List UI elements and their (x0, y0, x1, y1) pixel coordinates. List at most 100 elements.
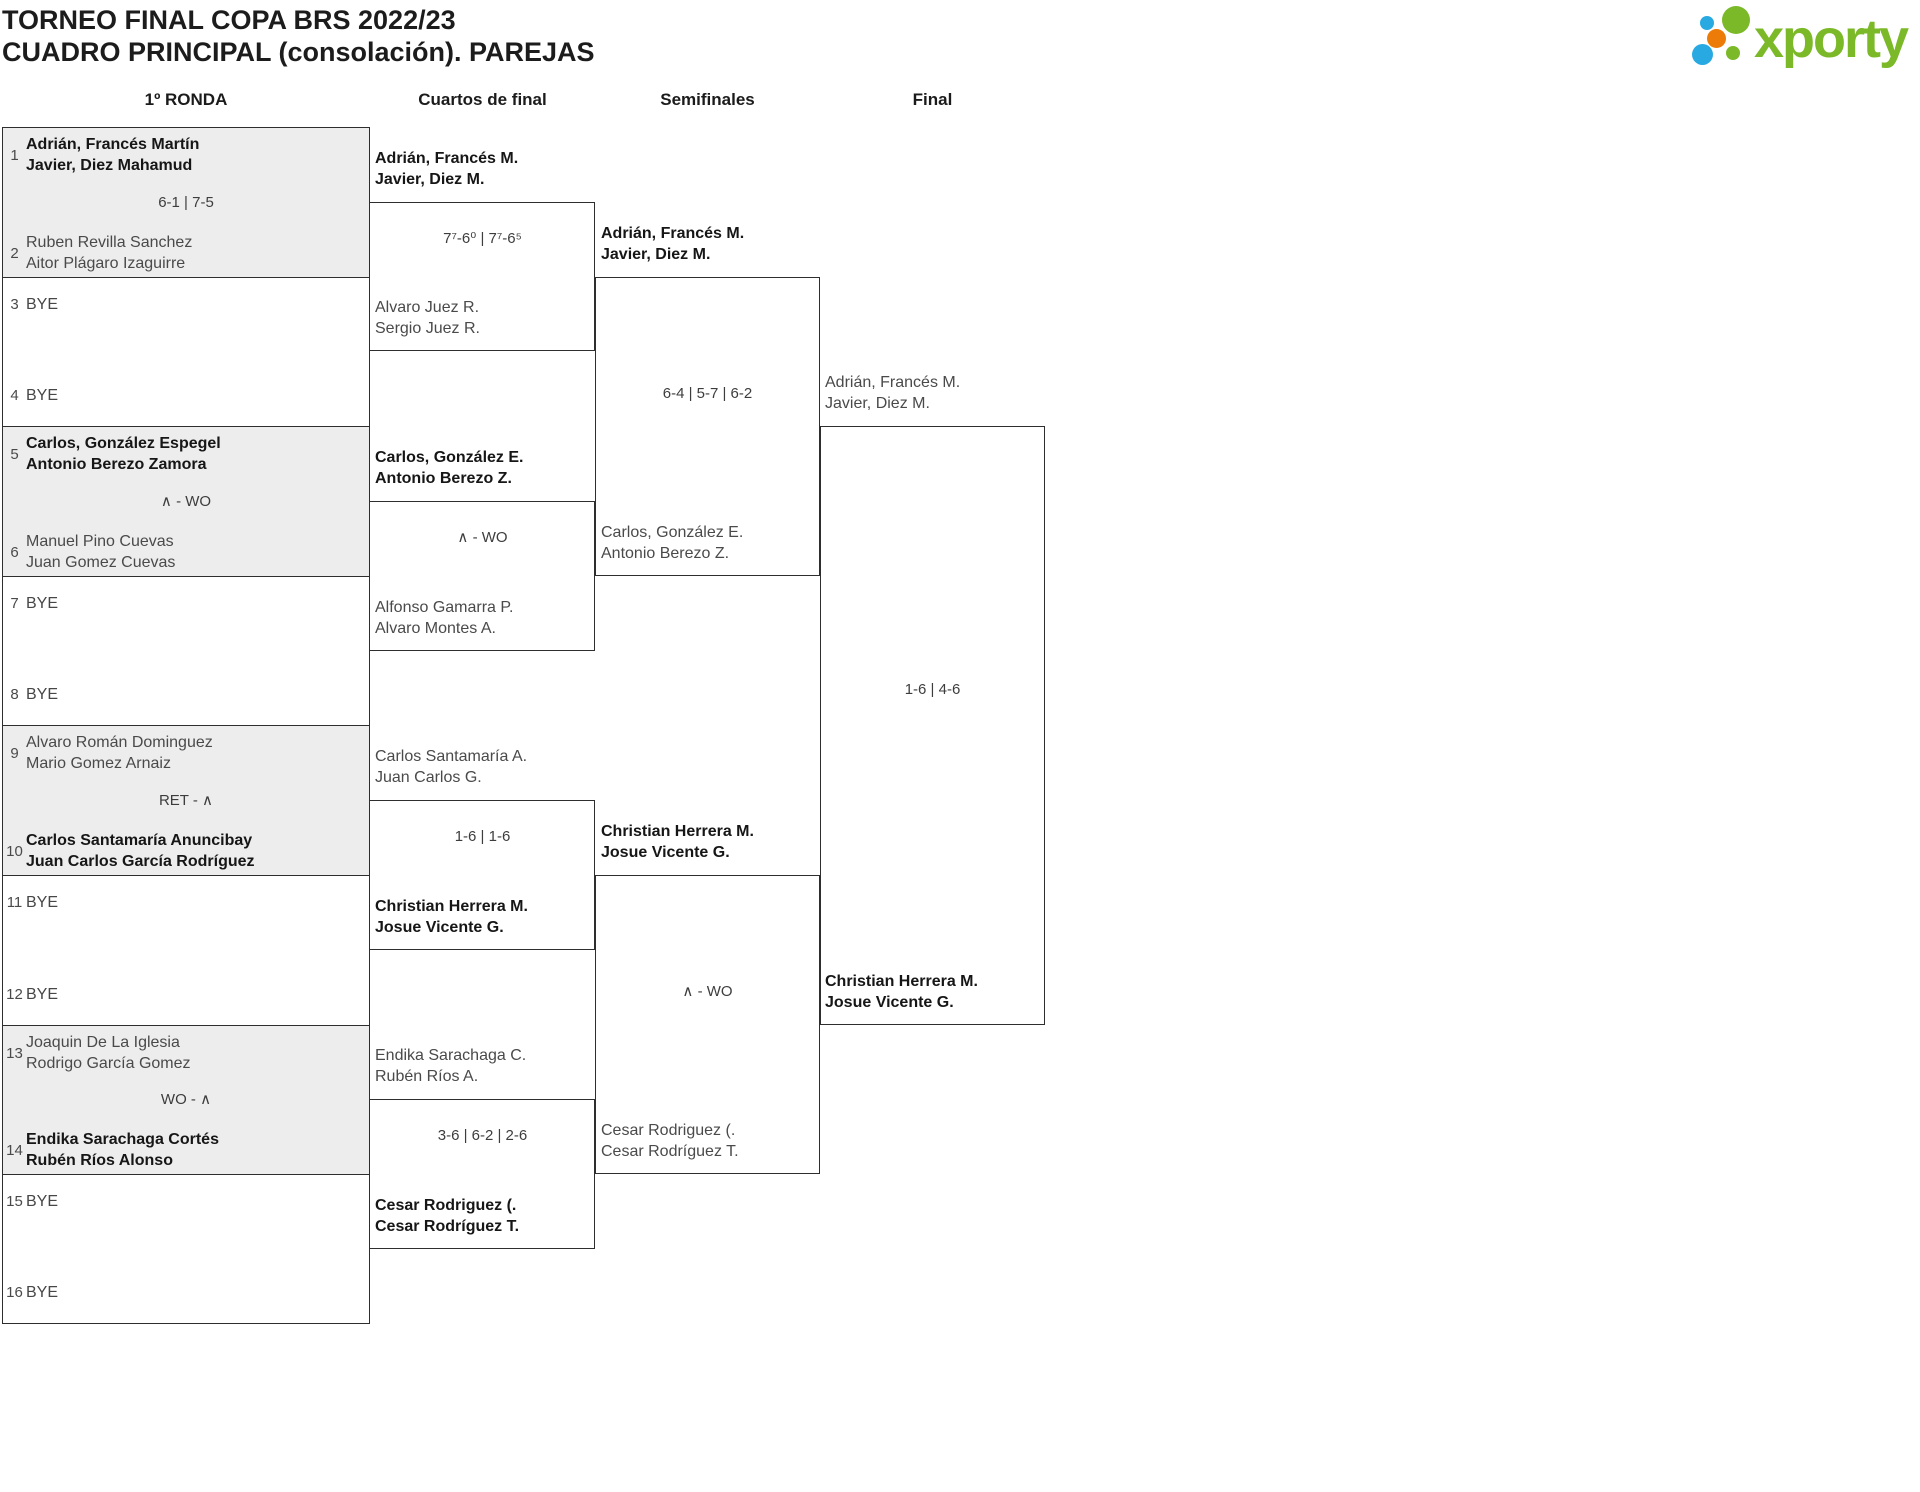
bye-label: BYE (26, 894, 59, 911)
advancing-team: Alfonso Gamarra P. Alvaro Montes A. (375, 597, 513, 639)
seed-number: 1 (10, 146, 19, 164)
team-row: 5 Carlos, González Espegel Antonio Berez… (3, 433, 369, 475)
seed-number: 14 (6, 1141, 23, 1159)
team-row: 13 Joaquin De La Iglesia Rodrigo García … (3, 1032, 369, 1074)
logo-dot (1707, 29, 1726, 48)
team-names: Joaquin De La Iglesia Rodrigo García Gom… (26, 1032, 191, 1074)
player-name: Alvaro Montes A. (375, 620, 496, 637)
team-row: 15 BYE (3, 1191, 369, 1212)
team-names: Carlos, González Espegel Antonio Berezo … (26, 433, 221, 475)
team-row: 11 BYE (3, 892, 369, 913)
logo-wordmark: xporty (1754, 9, 1909, 69)
seed-number: 4 (10, 387, 19, 404)
final-box (820, 426, 1045, 1025)
player-name: Christian Herrera M. (825, 973, 978, 990)
quarterfinal-box-1 (370, 202, 595, 351)
team-row: 12 BYE (3, 984, 369, 1005)
player-name: Adrián, Francés M. (825, 374, 961, 391)
player-name: Manuel Pino Cuevas (26, 533, 174, 550)
team-row: 6 Manuel Pino Cuevas Juan Gomez Cuevas (3, 531, 369, 573)
team-row: 1 Adrián, Francés Martín Javier, Diez Ma… (3, 134, 369, 176)
player-name: Adrián, Francés M. (601, 225, 745, 242)
team-names: Manuel Pino Cuevas Juan Gomez Cuevas (26, 531, 175, 573)
logo-dot (1722, 6, 1750, 34)
player-name: Antonio Berezo Z. (601, 545, 730, 562)
team-names: Alvaro Román Dominguez Mario Gomez Arnai… (26, 732, 213, 774)
seed-number: 13 (6, 1044, 23, 1062)
first-round-match-1: 1 Adrián, Francés Martín Javier, Diez Ma… (2, 127, 370, 277)
player-name: Cesar Rodriguez (. (375, 1197, 517, 1214)
logo-dot (1700, 16, 1714, 30)
player-name: Alvaro Román Dominguez (26, 734, 213, 751)
match-score: 6-1 | 7-5 (158, 193, 214, 211)
advancing-team: Adrián, Francés M. Javier, Diez M. (375, 148, 518, 190)
team-row: 4 BYE (3, 385, 369, 406)
player-name: Rubén Ríos A. (375, 1068, 479, 1085)
team-row: 9 Alvaro Román Dominguez Mario Gomez Arn… (3, 732, 369, 774)
player-name: Aitor Plágaro Izaguirre (26, 255, 186, 272)
team-row: 8 BYE (3, 684, 369, 705)
seed-number: 5 (10, 445, 19, 463)
player-name: Joaquin De La Iglesia (26, 1034, 180, 1051)
player-name: Javier, Diez M. (825, 395, 930, 412)
first-round-match-2: 3 BYE 4 BYE (2, 277, 370, 426)
seed-number: 7 (10, 595, 19, 612)
advancing-team: Christian Herrera M. Josue Vicente G. (601, 821, 754, 863)
round-header-semifinals: Semifinales (660, 90, 755, 109)
advancing-team: Cesar Rodriguez (. Cesar Rodríguez T. (375, 1195, 519, 1237)
team-row: 3 BYE (3, 294, 369, 315)
bye-label: BYE (26, 986, 59, 1003)
player-name: Christian Herrera M. (601, 823, 754, 840)
player-name: Carlos, González Espegel (26, 435, 221, 452)
advancing-team: Christian Herrera M. Josue Vicente G. (375, 896, 528, 938)
player-name: Rodrigo García Gomez (26, 1055, 191, 1072)
player-name: Rubén Ríos Alonso (26, 1152, 173, 1169)
page-subtitle: CUADRO PRINCIPAL (consolación). PAREJAS (2, 37, 595, 67)
player-name: Ruben Revilla Sanchez (26, 234, 193, 251)
player-name: Carlos Santamaría Anuncibay (26, 832, 253, 849)
advancing-team: Adrián, Francés M. Javier, Diez M. (825, 372, 960, 414)
champion-team: Christian Herrera M. Josue Vicente G. (825, 971, 978, 1013)
player-name: Javier, Diez M. (375, 171, 485, 188)
advancing-team: Adrián, Francés M. Javier, Diez M. (601, 223, 744, 265)
player-name: Carlos, González E. (601, 524, 744, 541)
player-name: Adrián, Francés M. (375, 150, 519, 167)
round-header-first-round: 1º RONDA (144, 90, 228, 109)
player-name: Cesar Rodríguez T. (601, 1143, 739, 1160)
player-name: Antonio Berezo Zamora (26, 456, 207, 473)
first-round-match-6: 11 BYE 12 BYE (2, 875, 370, 1025)
player-name: Javier, Diez Mahamud (26, 157, 193, 174)
match-score: WO - ∧ (160, 1091, 212, 1108)
seed-number: 8 (10, 686, 19, 703)
first-round-match-7: 13 Joaquin De La Iglesia Rodrigo García … (2, 1025, 370, 1174)
team-row: 2 Ruben Revilla Sanchez Aitor Plágaro Iz… (3, 232, 369, 274)
match-score: ∧ - WO (682, 983, 733, 1000)
round-header-quarterfinals: Cuartos de final (418, 90, 547, 109)
bye-label: BYE (26, 1193, 59, 1210)
match-score: 1-6 | 1-6 (454, 828, 511, 845)
player-name: Adrián, Francés Martín (26, 136, 200, 153)
team-row: 7 BYE (3, 593, 369, 614)
semifinal-box-1 (595, 277, 820, 576)
advancing-team: Carlos, González E. Antonio Berezo Z. (375, 447, 523, 489)
player-name: Christian Herrera M. (375, 898, 528, 915)
team-names: Endika Sarachaga Cortés Rubén Ríos Alons… (26, 1129, 219, 1171)
player-name: Juan Gomez Cuevas (26, 554, 176, 571)
match-score: RET - ∧ (158, 791, 214, 809)
bye-label: BYE (26, 686, 59, 703)
logo-dot (1726, 46, 1740, 60)
player-name: Cesar Rodríguez T. (375, 1218, 520, 1235)
match-score: ∧ - WO (457, 529, 508, 546)
player-name: Josue Vicente G. (375, 919, 504, 936)
match-score: 6-4 | 5-7 | 6-2 (662, 385, 753, 402)
player-name: Endika Sarachaga Cortés (26, 1131, 219, 1148)
match-score: ∧ - WO (160, 492, 212, 510)
team-names: Ruben Revilla Sanchez Aitor Plágaro Izag… (26, 232, 192, 274)
quarterfinal-box-3 (370, 800, 595, 950)
player-name: Juan Carlos G. (375, 769, 482, 786)
seed-number: 3 (10, 296, 19, 313)
player-name: Endika Sarachaga C. (375, 1047, 527, 1064)
first-round-match-3: 5 Carlos, González Espegel Antonio Berez… (2, 426, 370, 576)
round-header-final: Final (912, 90, 953, 109)
bye-label: BYE (26, 1284, 59, 1301)
